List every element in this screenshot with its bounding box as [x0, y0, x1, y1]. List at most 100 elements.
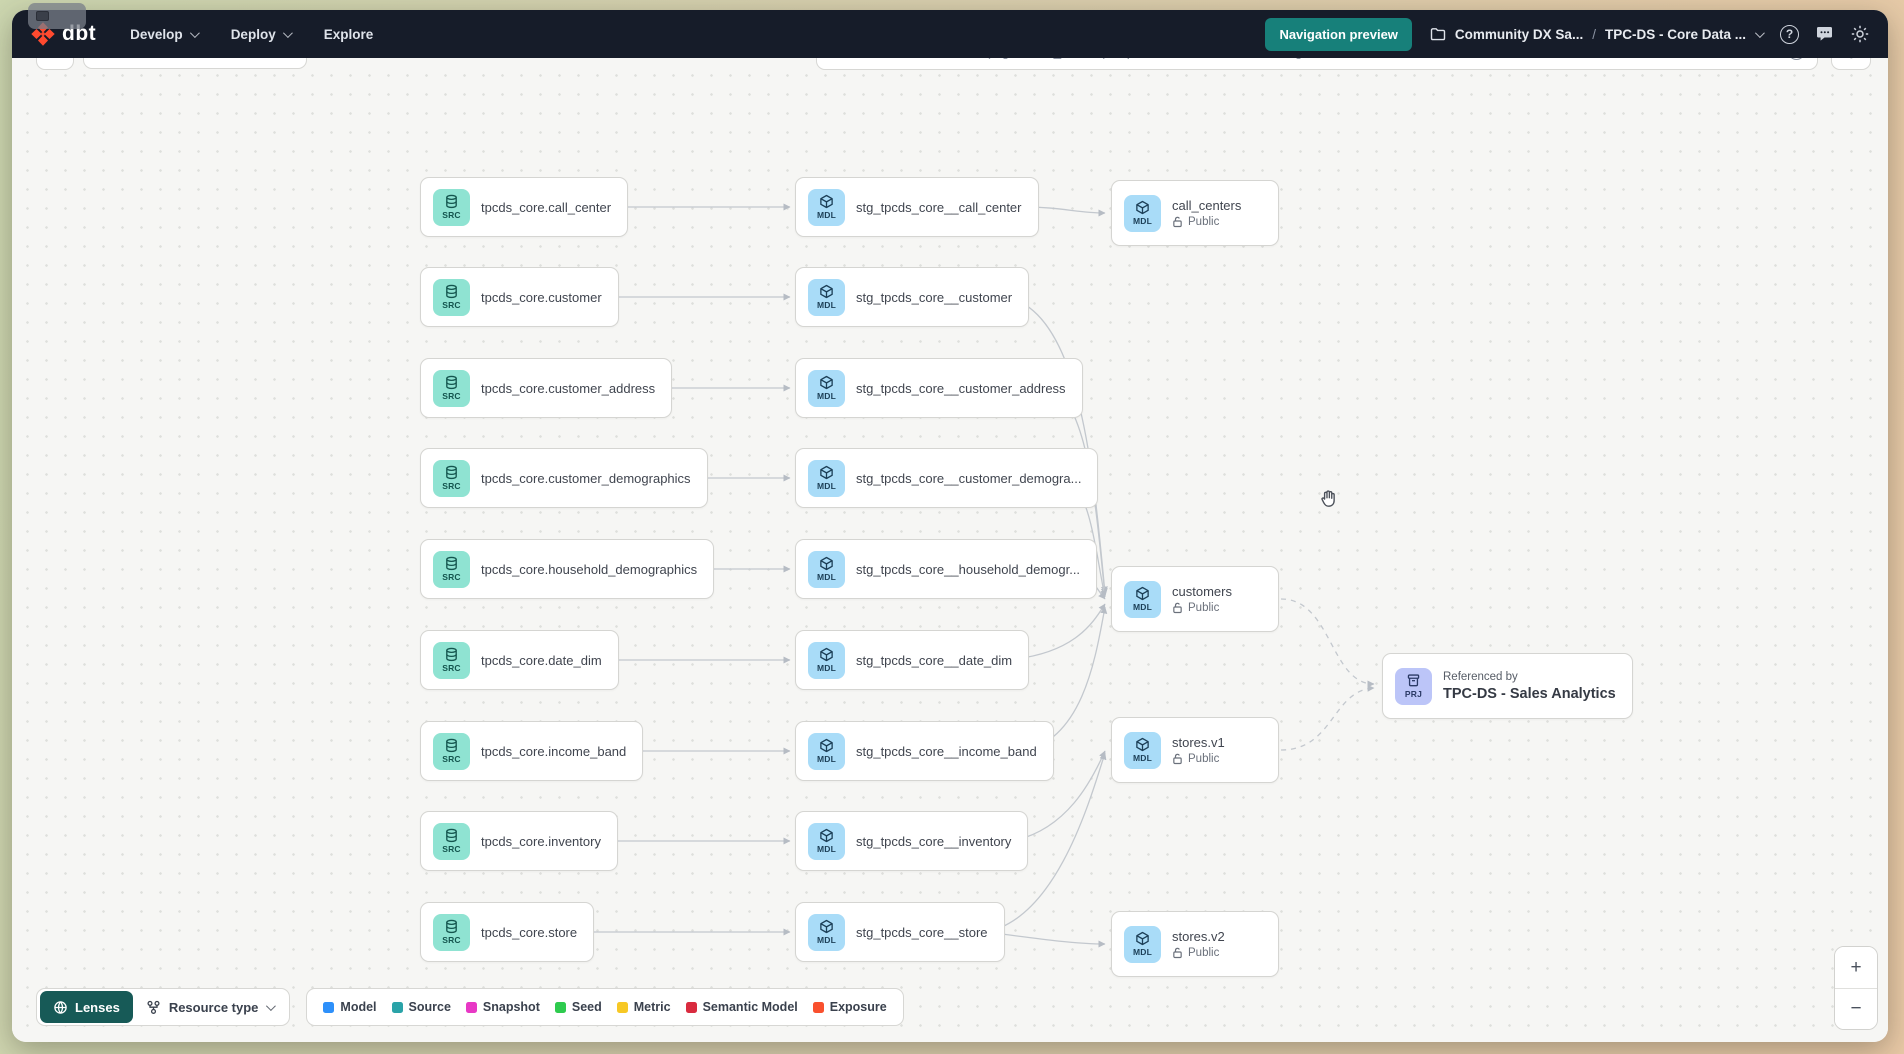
source-node-tpcds_core.date_dim[interactable]: SRC tpcds_core.date_dim	[420, 630, 619, 690]
model-badge-icon: MDL	[1124, 194, 1161, 232]
source-badge-icon: SRC	[433, 913, 470, 951]
source-badge-icon: SRC	[433, 459, 470, 497]
source-badge-icon: SRC	[433, 732, 470, 770]
node-label: stg_tpcds_core__inventory	[856, 833, 1012, 849]
node-label: stg_tpcds_core__customer	[856, 289, 1013, 305]
access-row: Public	[1172, 947, 1225, 959]
window-artifact	[28, 3, 86, 29]
legend-swatch	[465, 1001, 477, 1013]
legend-swatch	[554, 1001, 566, 1013]
referenced-by-label: Referenced by	[1443, 670, 1518, 683]
node-label: stores.v1	[1172, 735, 1225, 750]
source-node-tpcds_core.customer[interactable]: SRC tpcds_core.customer	[420, 267, 619, 327]
legend-swatch	[685, 1001, 697, 1013]
source-badge-icon: SRC	[433, 278, 470, 316]
legend-label: Model	[340, 1000, 377, 1014]
legend-label: Semantic Model	[702, 1000, 798, 1014]
legend-swatch	[616, 1001, 628, 1013]
lenses-group: Lenses Resource type	[36, 988, 291, 1026]
lenses-button[interactable]: Lenses	[40, 991, 133, 1023]
navigation-preview-button[interactable]: Navigation preview	[1265, 17, 1412, 51]
nav-menu-deploy[interactable]: Deploy	[231, 27, 293, 42]
node-label: tpcds_core.customer	[481, 289, 602, 305]
node-label: stg_tpcds_core__household_demogr...	[856, 561, 1081, 577]
breadcrumb-project[interactable]: Community DX Sa...	[1454, 26, 1584, 42]
legend-label: Snapshot	[482, 1000, 540, 1014]
lens-icon	[54, 1000, 67, 1014]
nav-menus: Develop Deploy Explore	[130, 27, 373, 42]
legend-label: Source	[408, 1000, 451, 1014]
zoom-out-button[interactable]: −	[1835, 988, 1877, 1029]
breadcrumb-page[interactable]: TPC-DS - Core Data ...	[1604, 26, 1746, 42]
model-node-stg_tpcds_core__household_demogr...[interactable]: MDL stg_tpcds_core__household_demogr...	[795, 539, 1098, 599]
legend-item-exposure: Exposure	[812, 1000, 887, 1014]
bottom-bar: Lenses Resource type Model Source Snapshot…	[36, 988, 904, 1026]
resource-type-label: Resource type	[168, 999, 259, 1015]
model-badge-icon: MDL	[808, 369, 845, 407]
access-row: Public	[1172, 753, 1225, 765]
legend-item-semantic-model: Semantic Model	[685, 1000, 798, 1014]
model-badge-icon: MDL	[1124, 580, 1161, 618]
node-label: stg_tpcds_core__date_dim	[856, 652, 1013, 668]
node-label: tpcds_core.customer_address	[481, 380, 656, 396]
model-badge-icon: MDL	[1124, 731, 1161, 769]
access-label: Public	[1188, 753, 1220, 765]
model-badge-icon: MDL	[808, 732, 845, 770]
chevron-down-icon	[266, 1000, 277, 1011]
resource-type-dropdown[interactable]: Resource type	[133, 991, 287, 1023]
nav-menu-label: Develop	[130, 26, 183, 42]
model-badge-icon: MDL	[808, 550, 845, 588]
model-badge-icon: MDL	[1124, 925, 1161, 963]
lenses-label: Lenses	[75, 999, 120, 1015]
legend-item-source: Source	[391, 1000, 451, 1014]
access-label: Public	[1188, 216, 1220, 228]
node-label: customers	[1172, 584, 1232, 599]
breadcrumb-separator: /	[1592, 26, 1596, 42]
node-label: tpcds_core.inventory	[481, 833, 601, 849]
legend-label: Seed	[571, 1000, 602, 1014]
legend-swatch	[391, 1001, 403, 1013]
hand-grab-cursor	[1318, 488, 1340, 515]
node-label: call_centers	[1172, 198, 1242, 213]
chevron-down-icon[interactable]	[1754, 27, 1765, 38]
access-row: Public	[1172, 216, 1241, 228]
source-badge-icon: SRC	[433, 641, 470, 679]
chevron-down-icon	[189, 27, 200, 38]
zoom-in-button[interactable]: +	[1835, 947, 1877, 988]
node-label: tpcds_core.date_dim	[481, 652, 602, 668]
help-icon[interactable]: ?	[1780, 24, 1799, 44]
node-label: stg_tpcds_core__income_band	[856, 743, 1037, 759]
feedback-icon[interactable]	[1815, 25, 1834, 43]
legend-label: Exposure	[829, 1000, 887, 1014]
settings-gear-icon[interactable]	[1850, 24, 1870, 44]
nav-menu-develop[interactable]: Develop	[130, 26, 200, 42]
node-label: tpcds_core.call_center	[481, 199, 612, 215]
legend-item-snapshot: Snapshot	[465, 1000, 540, 1014]
source-badge-icon: SRC	[433, 188, 470, 226]
model-node-stg_tpcds_core__income_band[interactable]: MDL stg_tpcds_core__income_band	[795, 721, 1054, 781]
nav-menu-explore[interactable]: Explore	[324, 27, 374, 42]
source-node-tpcds_core.call_center[interactable]: SRC tpcds_core.call_center	[420, 177, 629, 237]
access-row: Public	[1172, 602, 1232, 614]
node-label: stg_tpcds_core__customer_demogra...	[856, 470, 1082, 486]
